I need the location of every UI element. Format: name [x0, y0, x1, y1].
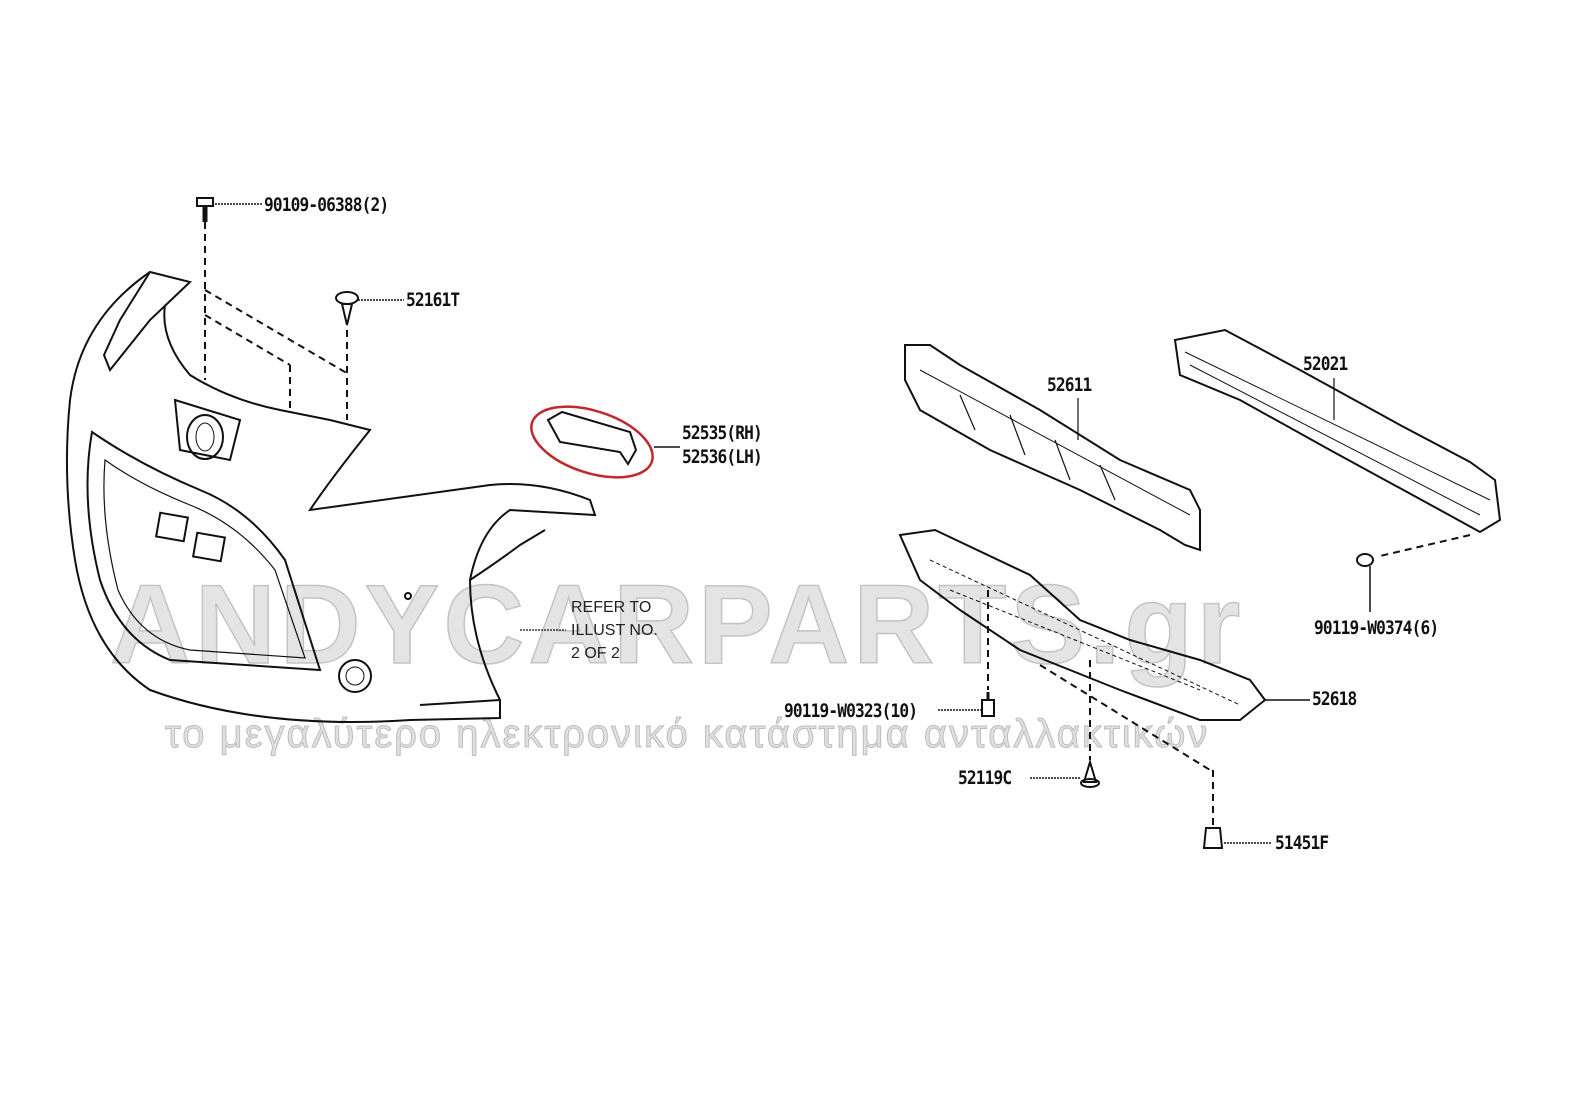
- part-label-90119-W0374[interactable]: 90119-W0374(6): [1314, 617, 1439, 639]
- clip-icon[interactable]: [335, 291, 404, 326]
- engine-under-cover[interactable]: [898, 528, 1310, 721]
- bolt-icon[interactable]: [1356, 553, 1374, 612]
- bolt-icon[interactable]: [196, 197, 262, 222]
- part-label-52119C[interactable]: 52119C: [958, 767, 1012, 789]
- energy-absorber[interactable]: [904, 344, 1201, 552]
- part-label-52536-lh[interactable]: 52536(LH): [682, 446, 763, 468]
- nut-clip-icon[interactable]: [1202, 827, 1272, 849]
- refer-note: REFER TO ILLUST NO. 2 OF 2: [571, 596, 658, 665]
- part-label-52161T[interactable]: 52161T: [406, 289, 460, 311]
- part-label-90119-W0323[interactable]: 90119-W0323(10): [784, 700, 918, 722]
- front-bumper-cover[interactable]: [65, 270, 597, 723]
- part-label-52021[interactable]: 52021: [1303, 353, 1348, 375]
- part-label-90109-06388[interactable]: 90109-06388(2): [264, 194, 389, 216]
- side-bracket[interactable]: [523, 393, 680, 491]
- refer-note-line3: 2 OF 2: [571, 645, 620, 662]
- assembly-lines-right: [987, 590, 1214, 825]
- part-label-51451F[interactable]: 51451F: [1275, 832, 1329, 854]
- assembly-lines-left: [204, 222, 351, 420]
- clip-icon[interactable]: [1030, 758, 1100, 788]
- watermark-brand: ANDYCARPARTS.gr: [109, 561, 1245, 688]
- part-label-52535-rh[interactable]: 52535(RH): [682, 422, 763, 444]
- part-label-52611[interactable]: 52611: [1047, 374, 1092, 396]
- watermark-slogan: το μεγαλύτερο ηλεκτρονικό κατάστημα αντα…: [164, 712, 1210, 757]
- bumper-reinforcement[interactable]: [1173, 328, 1502, 557]
- refer-note-line2: ILLUST NO.: [571, 622, 658, 639]
- part-label-52618[interactable]: 52618: [1312, 688, 1357, 710]
- refer-note-line1: REFER TO: [571, 599, 652, 616]
- bolt-icon[interactable]: [938, 692, 995, 717]
